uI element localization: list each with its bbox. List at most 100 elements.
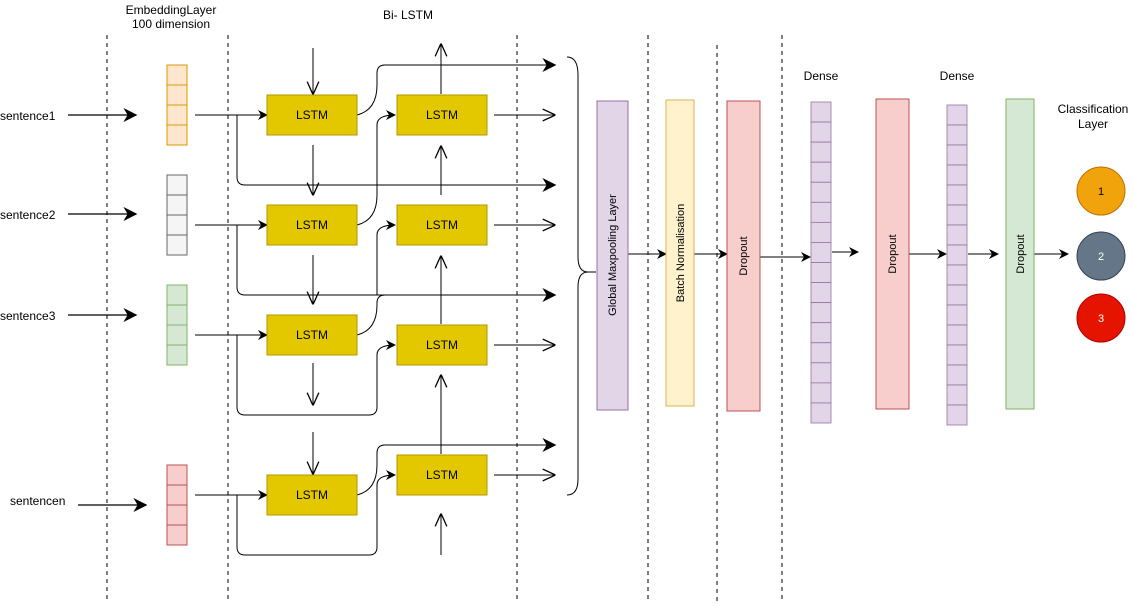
dense1-header: Dense [804,69,839,83]
dense-cell [946,324,968,346]
dropout-layer-3 [1005,98,1035,410]
dense-cell [810,282,832,304]
lstm-backward-2: LSTM [396,204,488,246]
dense-cell [946,284,968,306]
lstm-label: LSTM [426,218,458,232]
dense-cell [810,121,832,143]
dense-cell [946,364,968,386]
lstm-label: LSTM [426,338,458,352]
dropout-label-3: Dropout [1015,234,1027,273]
separators [106,35,783,605]
lstm-label: LSTM [296,108,328,122]
batch-normalisation-label: Batch Normalisation [675,204,687,302]
dense-cell [946,204,968,226]
embedding-vector-2 [166,174,188,256]
lstm-box [266,94,358,136]
embedding-cell [166,304,188,326]
lstm-backward-1: LSTM [396,94,488,136]
lstm-f2-curve [356,185,378,226]
lstm-box [266,474,358,516]
dense-cell [946,264,968,286]
lstm-box [266,204,358,246]
dense-cell [810,242,832,263]
dense-cell [810,382,832,404]
dropout-label-1: Dropout [738,236,750,275]
dense-cell [810,101,832,123]
embedding-vector-4 [166,464,188,546]
input-label-4: sentencen [10,494,65,508]
embedding-vector-1 [166,64,188,146]
dense-cell [810,221,832,243]
lstm-box [396,94,488,136]
embedding-cell [166,234,188,256]
lstm-f4-curve [356,438,557,496]
dense-layer-1 [810,101,832,424]
loop-top-2 [236,225,557,302]
global-maxpool-layer [596,100,629,411]
dense-cell [810,161,832,183]
class-node-1 [1076,166,1126,216]
loop-bottom-3 [236,335,396,416]
embedding-cell [166,324,188,346]
input-arrows [68,108,148,512]
lstm-forward-4: LSTM [266,474,358,516]
bilstm-header: Bi- LSTM [383,8,433,22]
embedding-cell [166,174,188,196]
lstm-backward-4: LSTM [396,454,488,496]
dense-cell [810,362,832,384]
dense-cell [946,304,968,326]
dense-cell [810,402,832,424]
embedding-cell [166,64,188,86]
lstm-forward-1: LSTM [266,94,358,136]
input-label-3: sentence3 [0,309,56,323]
curly-brace [566,56,589,496]
dense-cell [946,224,968,246]
classification-header-line2: Layer [1078,117,1108,131]
class-label-2: 2 [1098,251,1104,263]
lstm-forward-2: LSTM [266,204,358,246]
lstm-label: LSTM [426,108,458,122]
dense-cell [810,141,832,163]
dense-cell [946,344,968,366]
lstm-backward-3: LSTM [396,324,488,366]
embedding-cell [166,194,188,216]
lstm-cells: LSTM LSTM LSTM LSTM LSTM LSTM LSTM LSTM [266,94,488,516]
dense-cell [810,201,832,223]
dense-cell [946,184,968,206]
dense-cell [946,384,968,406]
lstm-label: LSTM [426,468,458,482]
dense-cell [810,302,832,324]
dense2-header: Dense [940,69,975,83]
embedding-cell [166,344,188,366]
dropout-layer-1 [726,100,761,412]
dense-cell [810,322,832,344]
embedding-cell [166,464,188,486]
dense-cell [810,342,832,364]
input-label-1: sentence1 [0,109,56,123]
lstm-box [396,204,488,246]
batch-normalisation-layer [665,99,695,407]
embedding-cell [166,84,188,106]
dense-cell [810,262,832,283]
dropout-layer-2 [875,98,910,410]
dense-cell [946,244,968,266]
class-node-2 [1076,231,1126,281]
lstm-label: LSTM [296,328,328,342]
class-node-3 [1076,293,1126,343]
loop-top-1 [236,115,557,192]
dense-cell [946,144,968,166]
lstm-f1-to-b1 [376,110,396,185]
embedding-cell [166,504,188,526]
connections [195,44,1069,556]
lstm-f3-curve [356,294,386,336]
lstm-box [396,454,488,496]
embedding-vector-3 [166,284,188,366]
embedding-cell [166,284,188,306]
loop-bottom-4 [236,495,378,556]
dense-cell [946,404,968,426]
embedding-cell [166,484,188,506]
lstm-box [266,314,358,356]
class-label-3: 3 [1098,313,1104,325]
lstm-box [396,324,488,366]
